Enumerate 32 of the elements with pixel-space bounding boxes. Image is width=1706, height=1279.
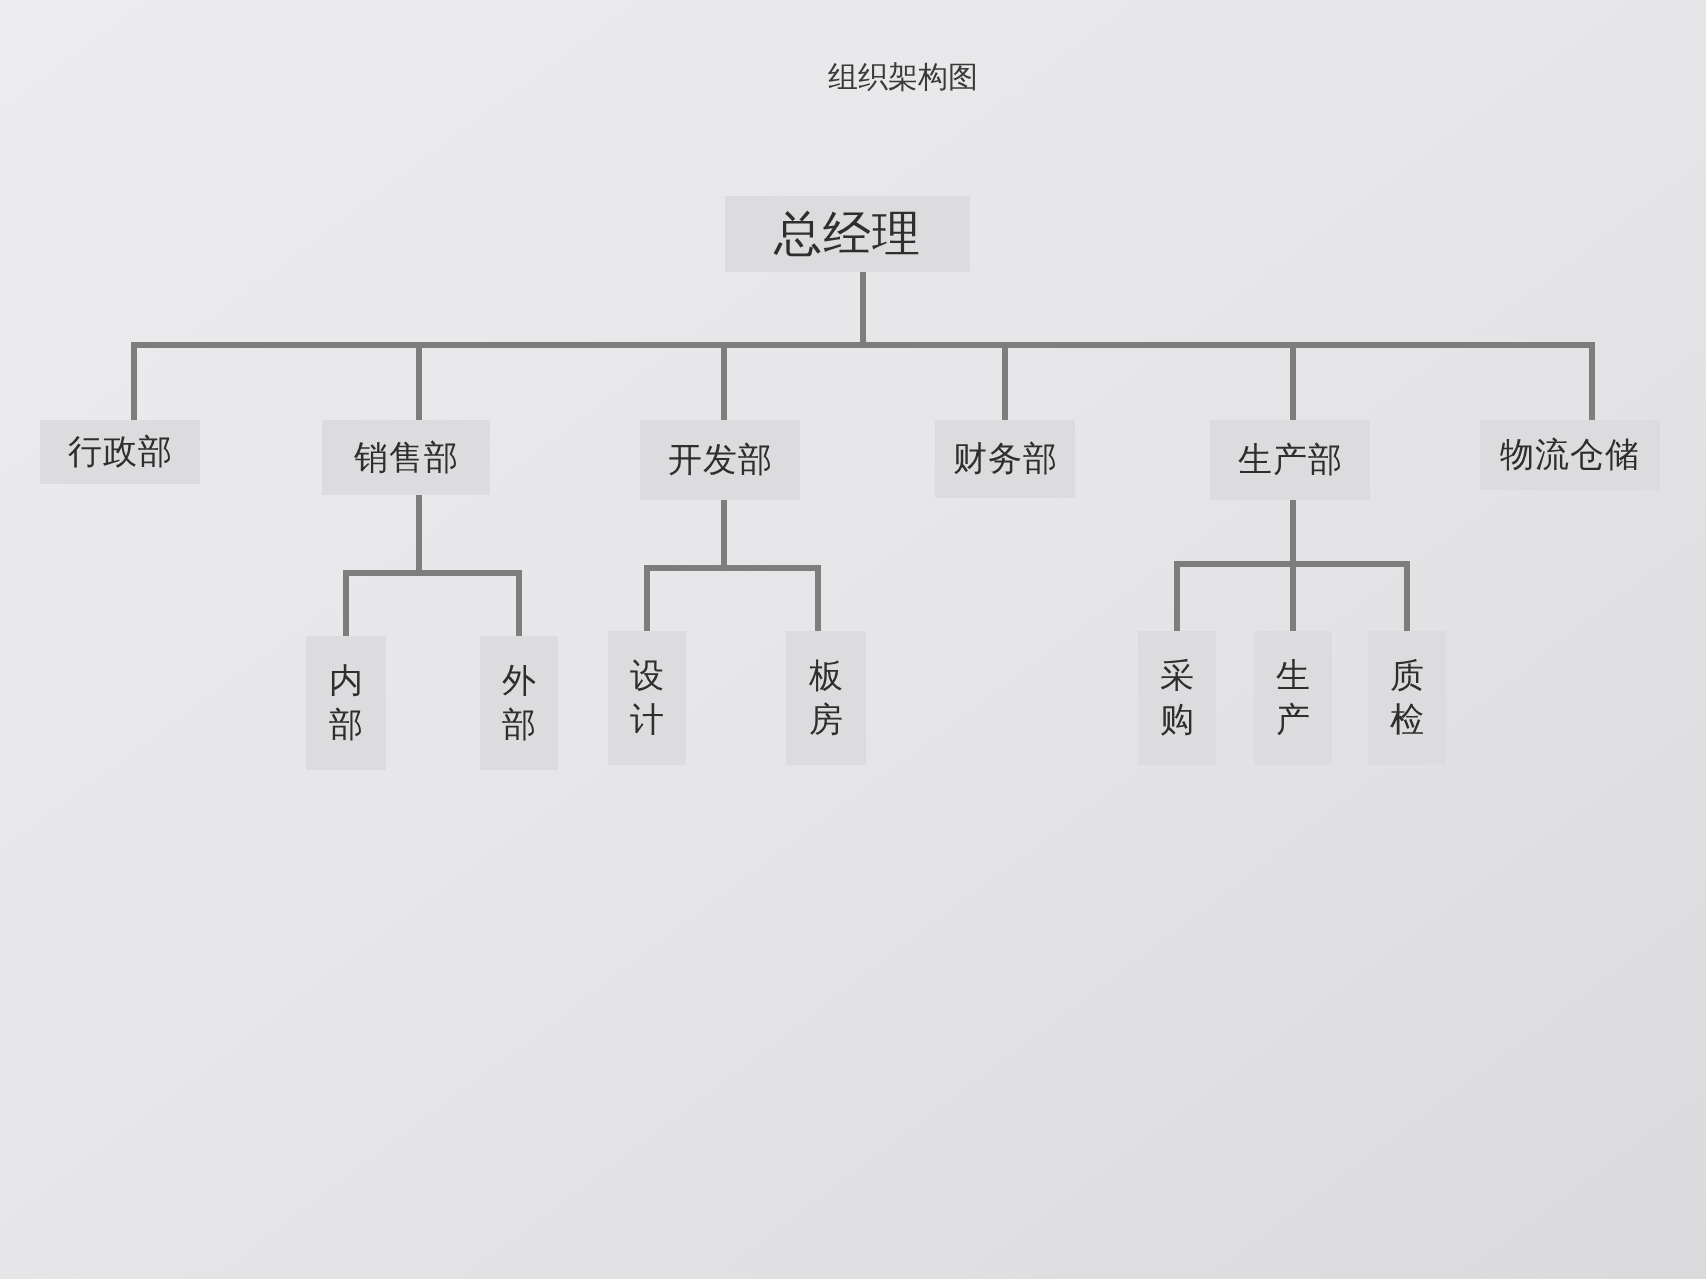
org-label: 物流仓储 [1500, 438, 1640, 472]
department-box [786, 631, 866, 765]
org-label: 财务部 [952, 442, 1058, 476]
org-label: 开发部 [667, 443, 773, 477]
department-box [306, 636, 386, 770]
department-box [1480, 420, 1660, 490]
department-box [608, 631, 686, 765]
org-label: 生产部 [1237, 443, 1343, 477]
department-box [640, 420, 800, 500]
manager-box [725, 196, 970, 272]
department-box [1138, 631, 1216, 765]
org-label: 生产 [1276, 655, 1310, 740]
org-label: 板房 [809, 655, 843, 740]
department-box [480, 636, 558, 770]
org-label: 设计 [630, 655, 664, 740]
org-label: 销售部 [353, 440, 459, 475]
org-label: 行政部 [67, 435, 173, 469]
org-label: 内部 [329, 660, 363, 745]
department-box [1210, 420, 1370, 500]
department-box [1368, 631, 1446, 765]
diagram-title: 组织架构图 [827, 62, 979, 92]
connector-line [1290, 500, 1410, 631]
department-box [1254, 631, 1332, 765]
org-label: 总经理 [774, 210, 921, 258]
department-box [40, 420, 200, 484]
org-label: 质检 [1390, 655, 1424, 740]
department-box [935, 420, 1075, 498]
connector-line [416, 495, 522, 636]
connector-line [721, 500, 821, 631]
org-label: 外部 [502, 660, 536, 745]
department-box [322, 420, 490, 495]
org-label: 采购 [1160, 655, 1194, 740]
